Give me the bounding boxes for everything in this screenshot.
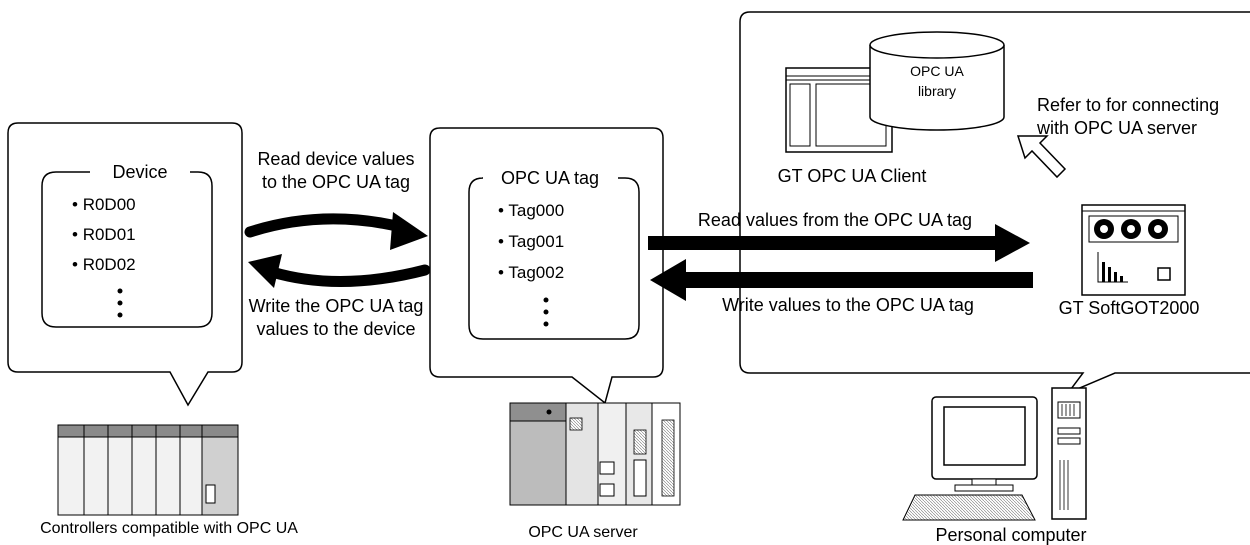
- controllers-label: Controllers compatible with OPC UA: [40, 520, 298, 537]
- write-device-label: values to the device: [256, 319, 415, 339]
- gt-opc-ua-client-label: GT OPC UA Client: [778, 166, 927, 186]
- opc-ua-server-label: OPC UA server: [528, 524, 638, 541]
- controllers-rack-icon: [57, 424, 239, 516]
- write-device-arrow: [248, 254, 431, 288]
- device-item: • R0D00: [72, 195, 136, 214]
- server-group-title: OPC UA tag: [501, 168, 599, 188]
- personal-computer-icon: [902, 387, 1087, 521]
- read-values-label: Read values from the OPC UA tag: [698, 210, 972, 230]
- read-values-arrow: [648, 224, 1030, 262]
- read-device-label: to the OPC UA tag: [262, 172, 410, 192]
- gt-softgot2000-icon: [1081, 204, 1186, 296]
- write-device-label: Write the OPC UA tag: [249, 296, 424, 316]
- device-item: • R0D01: [72, 225, 136, 244]
- tag-item: • Tag002: [498, 263, 564, 282]
- refer-arrow-icon: [1016, 135, 1067, 179]
- refer-note: Refer to for connecting: [1037, 95, 1219, 115]
- server-callout-balloon: [429, 127, 664, 405]
- write-values-arrow: [650, 259, 1033, 301]
- refer-note: with OPC UA server: [1036, 118, 1197, 138]
- opc-ua-library-icon: [869, 31, 1005, 131]
- tag-item: • Tag000: [498, 201, 564, 220]
- device-ellipsis: [117, 288, 123, 318]
- device-group-frame: [41, 171, 213, 328]
- library-label: OPC UA: [910, 63, 964, 79]
- tag-ellipsis: [543, 297, 549, 327]
- server-group-frame: [468, 177, 640, 340]
- tag-item: • Tag001: [498, 232, 564, 251]
- personal-computer-label: Personal computer: [935, 525, 1086, 545]
- library-label: library: [918, 83, 956, 99]
- device-group-title: Device: [112, 162, 167, 182]
- gt-softgot2000-label: GT SoftGOT2000: [1059, 298, 1200, 318]
- device-item: • R0D02: [72, 255, 136, 274]
- device-callout-balloon: [7, 122, 243, 407]
- read-device-arrow: [244, 212, 428, 250]
- pc-callout-balloon: [739, 11, 1250, 395]
- write-values-label: Write values to the OPC UA tag: [722, 295, 974, 315]
- opc-ua-server-plc-icon: [509, 402, 681, 506]
- read-device-label: Read device values: [257, 149, 414, 169]
